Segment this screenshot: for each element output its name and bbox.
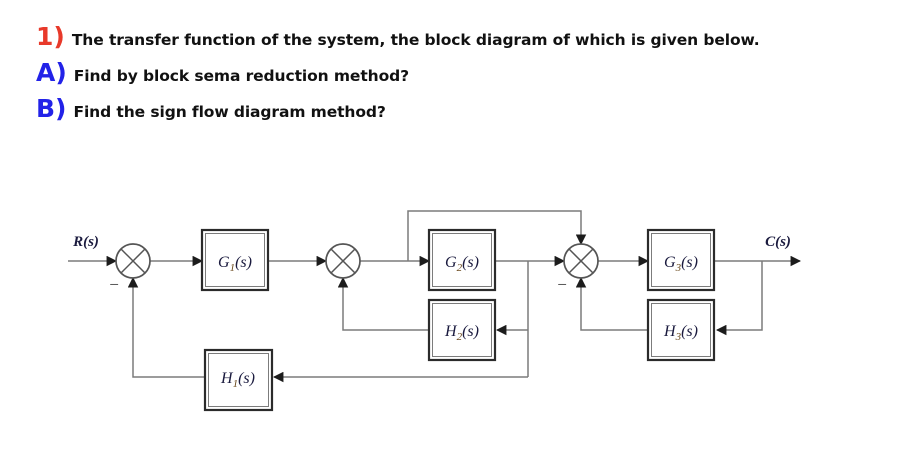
question-item-a: A) Find by block sema reduction method? (36, 60, 896, 85)
signal-label-input: R(s) (72, 234, 99, 250)
question-item-1: 1) The transfer function of the system, … (36, 24, 896, 49)
question-marker-1: 1) (36, 22, 65, 51)
question-list: 1) The transfer function of the system, … (36, 24, 896, 132)
question-text-a: Find by block sema reduction method? (73, 67, 410, 85)
summing-junction-2 (325, 243, 361, 279)
question-text-1: The transfer function of the system, the… (71, 31, 760, 49)
block-g2-label: G2(s) (445, 254, 479, 274)
wire-h1-to-sum1 (127, 276, 205, 378)
question-text-b: Find the sign flow diagram method? (73, 103, 386, 121)
summing-junction-3-sign: − (557, 275, 567, 294)
wire-h3-to-sum3 (575, 276, 648, 331)
summing-junction-1-sign: − (109, 275, 119, 294)
wire-output-to-h3 (715, 261, 763, 336)
block-h1: H1(s) (203, 348, 274, 412)
question-marker-a: A) (36, 58, 67, 87)
block-h3: H3(s) (646, 298, 716, 362)
signal-label-output: C(s) (765, 234, 791, 250)
summing-junction-3: − (557, 243, 599, 294)
block-g2: G2(s) (427, 228, 497, 292)
question-item-b: B) Find the sign flow diagram method? (36, 96, 896, 121)
block-g1-label: G1(s) (218, 254, 252, 274)
block-h2: H2(s) (427, 298, 497, 362)
wire-h2-to-sum2 (337, 276, 429, 331)
block-h1-label: H1(s) (220, 370, 255, 390)
block-h2-label: H2(s) (444, 323, 479, 343)
block-h3-label: H3(s) (663, 323, 698, 343)
summing-junction-1: − (109, 243, 151, 294)
block-diagram: G1(s) G2(s) G3(s) H2(s) H3(s) H1(s) − (0, 180, 907, 450)
block-g1: G1(s) (200, 228, 270, 292)
wire-feedforward-to-sum3 (407, 210, 587, 261)
block-g3-label: G3(s) (664, 254, 698, 274)
question-marker-b: B) (36, 94, 67, 123)
block-g3: G3(s) (646, 228, 716, 292)
